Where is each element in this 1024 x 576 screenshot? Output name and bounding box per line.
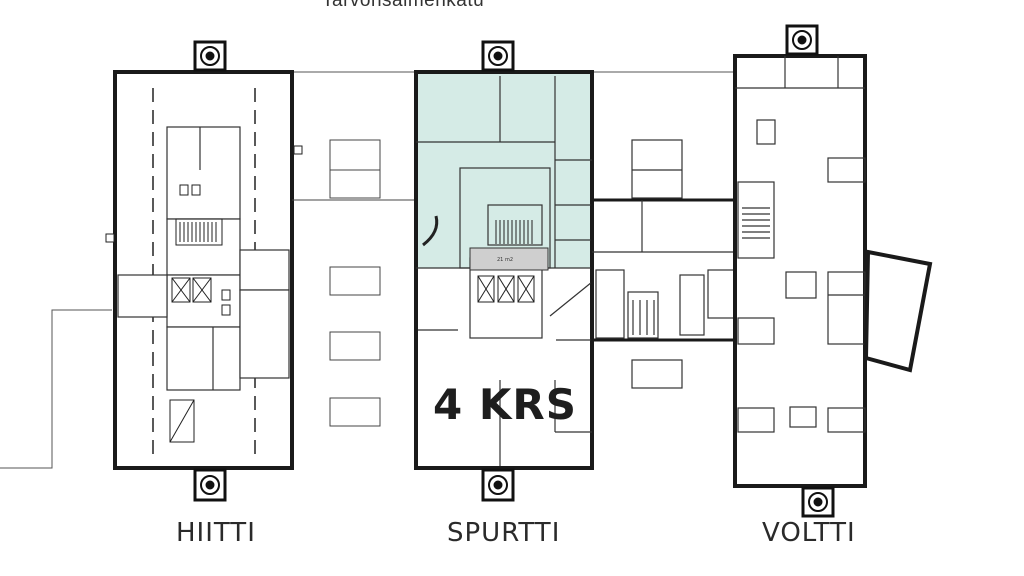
voltti-annex xyxy=(863,249,933,373)
spiral-stairs xyxy=(193,24,835,518)
building-name-hiitti: HIITTI xyxy=(176,518,256,548)
building-name-voltti: VOLTTI xyxy=(762,518,856,548)
room-area-label: 21 m2 xyxy=(497,257,514,263)
spiral-stair-icon xyxy=(801,486,835,518)
spiral-stair-icon xyxy=(193,40,227,72)
hiitti-building xyxy=(105,70,303,470)
street-label: Tarvonsalmenkatu xyxy=(322,0,485,11)
spurtti-building xyxy=(414,70,594,470)
connector-west xyxy=(292,139,416,427)
connector-east xyxy=(590,139,737,389)
spiral-stair-icon xyxy=(481,40,515,72)
spiral-stair-icon xyxy=(193,468,227,502)
spiral-stair-icon xyxy=(481,468,515,502)
building-name-spurtti: SPURTTI xyxy=(447,518,561,548)
spiral-stair-icon xyxy=(785,24,819,56)
floor-label: 4 KRS xyxy=(433,380,577,429)
site-outline xyxy=(0,71,735,469)
voltti-building xyxy=(733,54,933,488)
